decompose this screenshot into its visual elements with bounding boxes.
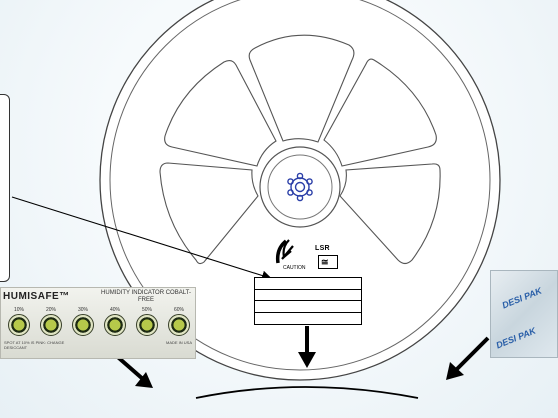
arrow-desiccant-to-bag (454, 336, 490, 372)
reel-window-bottom-left (159, 162, 259, 265)
hic-spot-icon (40, 314, 62, 336)
desiccant-pack: DESI PAK DESI PAK (490, 270, 558, 358)
hic-percent: 10% (13, 307, 24, 313)
desiccant-text: DESI PAK (494, 325, 538, 351)
reel-hub-gear (287, 172, 313, 202)
hic-brand: HUMISAFE™ (3, 291, 70, 302)
lsr-box: ≅ (318, 255, 338, 269)
hic-fine-print: SPOT AT 10% IS PINK: CHANGE DESICCANT (4, 340, 65, 350)
hic-spot-icon (104, 314, 126, 336)
reel-window-right (323, 58, 437, 167)
hic-percent: 50% (141, 307, 152, 313)
reel-label-line (255, 290, 361, 301)
hic-percent: 60% (173, 307, 184, 313)
callout-box (0, 94, 10, 282)
pointer-arrow (11, 196, 272, 281)
reel-window-bottom-right (339, 163, 441, 265)
hic-percent: 30% (77, 307, 88, 313)
hic-spot-icon (72, 314, 94, 336)
reel-hub-outer (259, 146, 341, 228)
reel-inner-rim (109, 0, 491, 371)
reel-hub-inner (267, 154, 333, 220)
lsr-glyph: ≅ (321, 257, 329, 267)
hic-spot-icon (8, 314, 30, 336)
hic-spots (3, 314, 195, 336)
reel-window-left (164, 59, 277, 167)
hic-percent: 40% (109, 307, 120, 313)
reel-label (254, 277, 362, 325)
hic-percent: 20% (45, 307, 56, 313)
reel-label-line (255, 278, 361, 290)
moisture-barrier-bag (195, 386, 419, 399)
esd-symbol-icon (275, 239, 294, 264)
reel-window-top (248, 34, 355, 143)
reel-label-line (255, 301, 361, 313)
hic-spot-icon (136, 314, 158, 336)
hic-percent-row: 10% 20% 30% 40% 50% 60% (3, 307, 195, 313)
hic-spot-icon (168, 314, 190, 336)
esd-caption: CAUTION (283, 265, 306, 271)
desiccant-text: DESI PAK (500, 285, 544, 311)
reel-label-line (255, 313, 361, 325)
reel-windows (159, 34, 441, 265)
hic-title: HUMIDITY INDICATOR COBALT-FREE (101, 290, 191, 303)
hic-fine-print-right: MADE IN USA (165, 340, 192, 345)
lsr-label: LSR (315, 245, 330, 252)
humidity-indicator-card: HUMISAFE™ HUMIDITY INDICATOR COBALT-FREE… (0, 287, 196, 359)
